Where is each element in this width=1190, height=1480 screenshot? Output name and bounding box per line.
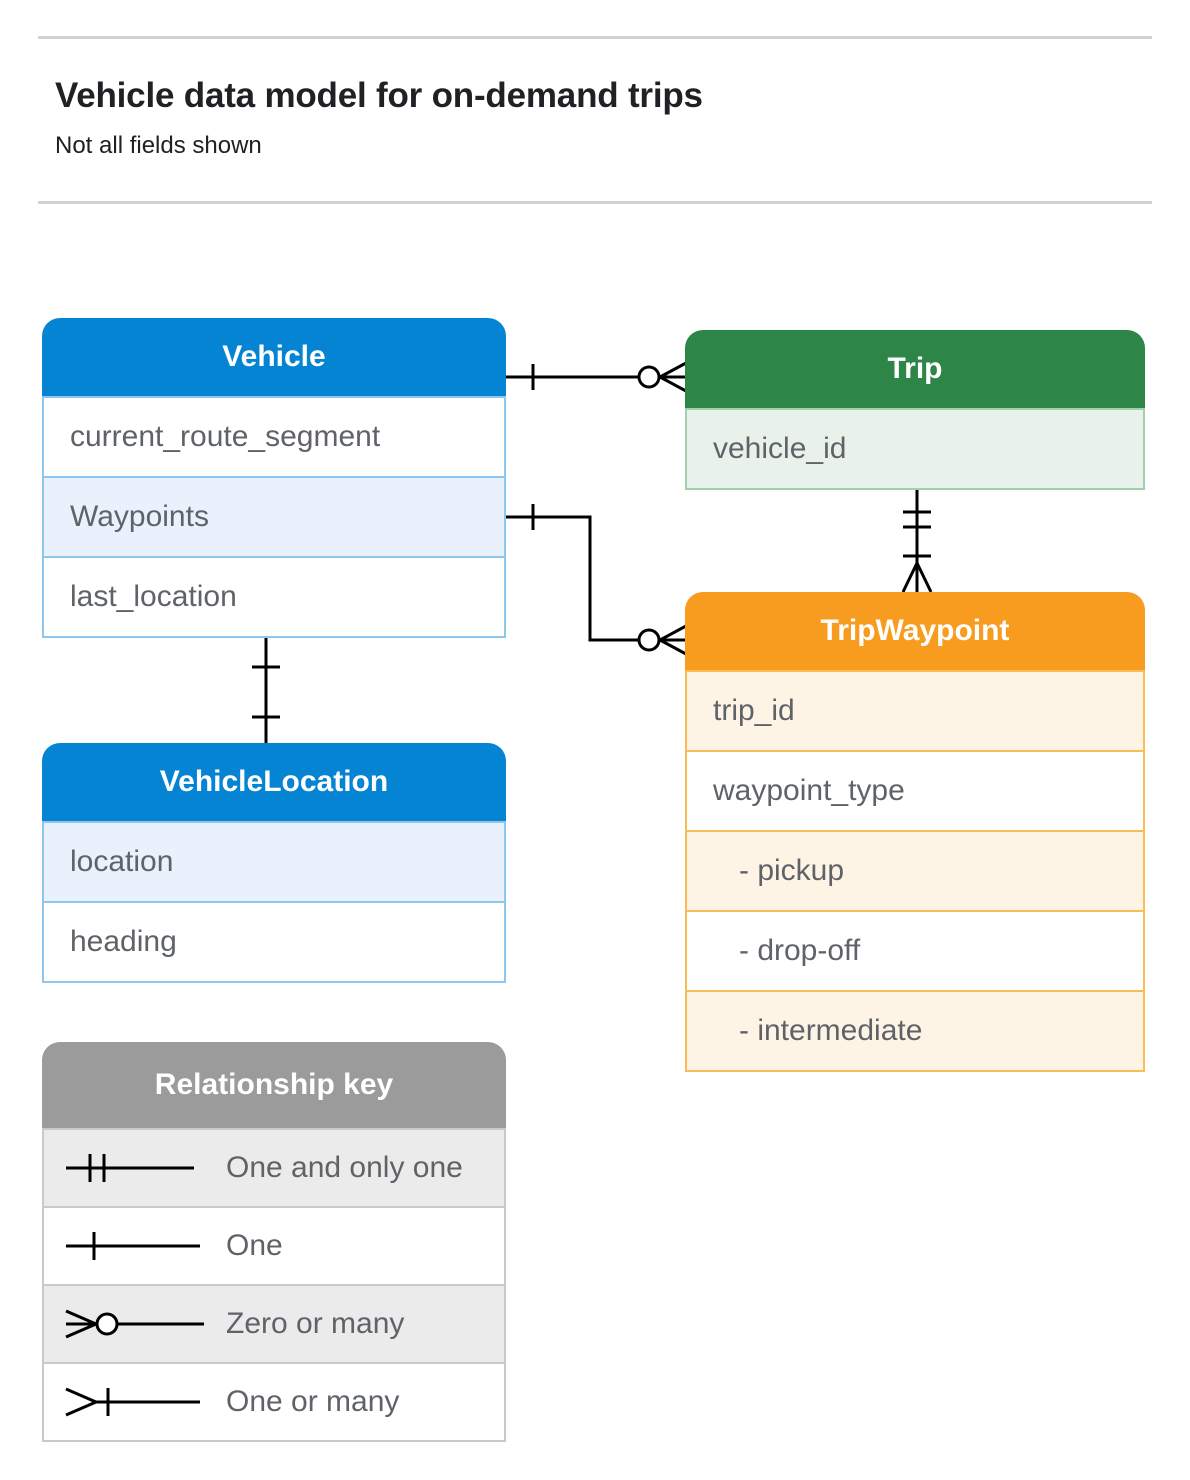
field-waypoint-type: waypoint_type xyxy=(687,752,1143,832)
legend-item-one-and-only-one: One and only one xyxy=(44,1130,504,1208)
connector-vehicle-trip xyxy=(506,363,686,391)
legend-item-zero-or-many: Zero or many xyxy=(44,1286,504,1364)
entity-trip-fields: vehicle_id xyxy=(685,408,1145,490)
page-subtitle: Not all fields shown xyxy=(55,132,262,159)
legend-item-one-or-many: One or many xyxy=(44,1364,504,1440)
header-divider xyxy=(38,201,1152,204)
enum-intermediate: - intermediate xyxy=(687,992,1143,1070)
field-heading: heading xyxy=(70,925,177,958)
legend-label: Zero or many xyxy=(226,1307,405,1340)
top-divider xyxy=(38,36,1152,39)
field-last-location: last_location xyxy=(70,580,237,613)
connector-waypoints-tripwaypoint xyxy=(506,504,686,654)
one-and-only-one-icon xyxy=(66,1154,194,1182)
zero-or-many-icon xyxy=(65,1309,204,1339)
entity-vehicle: Vehicle current_route_segment Waypoints … xyxy=(42,318,506,638)
one-icon xyxy=(66,1232,200,1260)
field-trip-id: trip_id xyxy=(687,672,1143,752)
entity-trip-title: Trip xyxy=(685,330,1145,408)
enum-drop-off: - drop-off xyxy=(687,912,1143,992)
relationship-key-title: Relationship key xyxy=(42,1042,506,1128)
field-vehicle-id: vehicle_id xyxy=(687,410,1143,488)
legend-item-one: One xyxy=(44,1208,504,1286)
field-current-route-segment: current_route_segment xyxy=(44,398,504,478)
entity-vehicle-fields: current_route_segment Waypoints last_loc… xyxy=(42,396,506,638)
entity-vehiclelocation-title: VehicleLocation xyxy=(42,743,506,821)
entity-tripwaypoint-title: TripWaypoint xyxy=(685,592,1145,670)
entity-tripwaypoint-fields: trip_id waypoint_type - pickup - drop-of… xyxy=(685,670,1145,1072)
field-waypoints: Waypoints xyxy=(44,478,504,558)
legend-label: One xyxy=(226,1229,283,1262)
legend-label: One or many xyxy=(226,1385,400,1418)
field-location: location xyxy=(44,823,504,903)
entity-vehicle-title: Vehicle xyxy=(42,318,506,396)
one-or-many-icon xyxy=(65,1387,200,1417)
enum-pickup: - pickup xyxy=(687,832,1143,912)
entity-vehiclelocation-fields: location heading xyxy=(42,821,506,983)
relationship-key: Relationship key One and only one One xyxy=(42,1042,506,1442)
entity-tripwaypoint: TripWaypoint trip_id waypoint_type - pic… xyxy=(685,592,1145,1072)
connector-vehicle-vehiclelocation xyxy=(252,637,280,743)
legend-label: One and only one xyxy=(226,1151,463,1184)
connector-trip-tripwaypoint xyxy=(903,489,931,592)
relationship-key-items: One and only one One Zero or many xyxy=(42,1128,506,1442)
entity-vehiclelocation: VehicleLocation location heading xyxy=(42,743,506,983)
page-title: Vehicle data model for on-demand trips xyxy=(55,76,703,115)
entity-trip: Trip vehicle_id xyxy=(685,330,1145,490)
